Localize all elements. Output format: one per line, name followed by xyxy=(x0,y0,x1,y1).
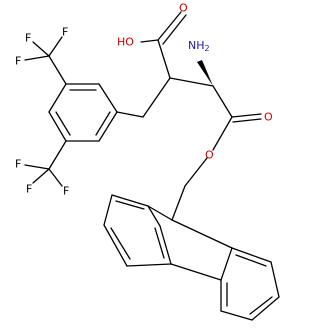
aryl-ring-bonds xyxy=(24,36,144,187)
calpha-to-ester-c-bond xyxy=(212,85,233,118)
left-ring-bond-6 xyxy=(147,205,161,227)
ring-double-2 xyxy=(55,111,71,136)
biaryl-bond xyxy=(170,263,222,281)
amine-label: NH2 xyxy=(188,39,210,53)
ring-bond-6 xyxy=(98,111,118,142)
right-ring-bond-6 xyxy=(220,247,233,281)
ch2-to-ring-bond xyxy=(116,111,144,118)
fluorene-bonds xyxy=(103,194,280,321)
fluorine-label-2: F xyxy=(25,32,31,45)
left-ring-double-3 xyxy=(154,227,165,259)
hydroxyl-label: HO xyxy=(117,36,134,49)
left-ring-bond-4 xyxy=(126,263,172,267)
amine-label-main: NH xyxy=(188,39,205,52)
fluorine-label-1: F xyxy=(62,26,68,39)
amine-wedge-bond xyxy=(197,60,213,86)
left-ring-double-2 xyxy=(110,227,131,260)
ch2-to-c9-bond xyxy=(171,185,186,221)
c9-to-left-ring-bond xyxy=(147,205,173,221)
right-ring-double-1 xyxy=(235,254,267,267)
left-ring-double-1 xyxy=(115,200,145,210)
ring-to-cf3-bottom-bond xyxy=(48,140,67,170)
acid-carbonyl-o-label: O xyxy=(179,2,188,15)
c9-to-right-ring-bond xyxy=(171,219,233,249)
fluorine-label-5: F xyxy=(26,183,32,196)
ring-bond-3 xyxy=(48,83,67,113)
left-ring-bond-1 xyxy=(111,194,149,207)
fluorine-label-3: F xyxy=(15,55,21,68)
left-ring-bond-3 xyxy=(103,224,128,267)
ester-carbonyl-o-label: O xyxy=(264,111,273,124)
amine-label-subscript: 2 xyxy=(205,44,210,53)
acid-oh-bond xyxy=(140,39,159,43)
atom-labels: O HO NH2 O O F F F F F F xyxy=(15,2,273,198)
acid-c-to-ch-bond xyxy=(157,39,171,79)
cf3-bottom-f2-bond xyxy=(32,168,50,184)
right-ring-bond-3 xyxy=(251,296,280,321)
structure-diagram: O HO NH2 O O F F F F F F xyxy=(15,2,280,321)
ring-bond-1 xyxy=(98,83,118,113)
cf3-top-f1-bond xyxy=(48,36,63,57)
ester-carbonyl-bond-2 xyxy=(232,118,262,123)
right-ring-double-2 xyxy=(249,296,273,315)
fluorine-label-4: F xyxy=(15,158,21,171)
ring-bond-4 xyxy=(48,111,67,142)
fluorine-label-6: F xyxy=(63,185,69,198)
ch-to-ch2-bond xyxy=(142,77,171,118)
right-ring-bond-2 xyxy=(270,261,280,298)
ester-o-label: O xyxy=(205,149,214,162)
ester-carbonyl-bond-1 xyxy=(231,113,262,118)
ester-o-to-ch2-bond xyxy=(184,157,208,187)
ring-double-3 xyxy=(95,111,111,136)
right-ring-bond-1 xyxy=(231,247,272,263)
cf3-bottom-f3-bond xyxy=(48,168,63,187)
cf3-top-f3-bond xyxy=(24,55,50,61)
core-bonds xyxy=(140,11,262,221)
left-ring-bond-5 xyxy=(159,225,172,265)
cf3-top-f2-bond xyxy=(32,41,50,57)
ring-to-cf3-top-bond xyxy=(48,55,67,85)
ch-to-calpha-bond xyxy=(169,77,214,87)
ester-c-to-o-bond xyxy=(212,116,233,151)
right-ring-bond-4 xyxy=(220,310,253,321)
left-ring-bond-2 xyxy=(103,194,113,226)
acid-carbonyl-bond-1 xyxy=(157,11,182,41)
acid-carbonyl-bond-2 xyxy=(162,14,187,45)
cf3-bottom-f1-bond xyxy=(24,164,50,170)
